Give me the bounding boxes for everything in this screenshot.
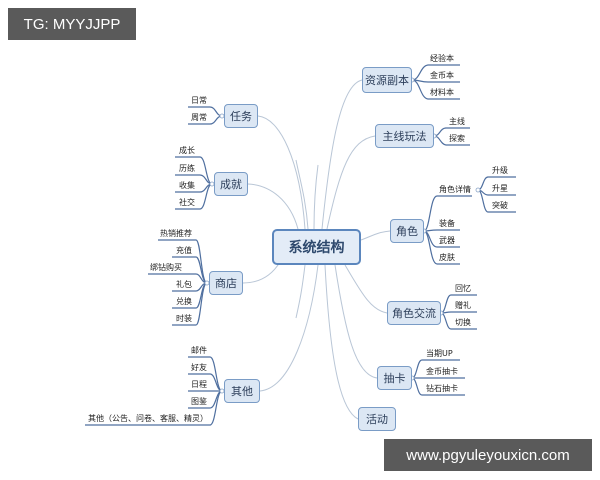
leaf-switch[interactable]: 切换 xyxy=(455,318,471,327)
watermark-top-left: TG: MYYJJPP xyxy=(8,8,136,40)
leaf-collection[interactable]: 收集 xyxy=(179,181,195,190)
branch-character-interaction[interactable]: 角色交流 xyxy=(387,301,441,325)
leaf-codex[interactable]: 图鉴 xyxy=(191,397,207,406)
leaf-current-up[interactable]: 当期UP xyxy=(426,349,453,358)
leaf-top-up[interactable]: 充值 xyxy=(176,246,192,255)
leaf-character-details[interactable]: 角色详情 xyxy=(439,185,471,194)
branch-events[interactable]: 活动 xyxy=(358,407,396,431)
root-node[interactable]: 系统结构 xyxy=(272,229,361,265)
leaf-exchange[interactable]: 兑换 xyxy=(176,297,192,306)
leaf-star-up[interactable]: 升星 xyxy=(492,184,508,193)
leaf-exp-dungeon[interactable]: 经验本 xyxy=(430,54,454,63)
leaf-weapons[interactable]: 武器 xyxy=(439,236,455,245)
leaf-gold-gacha[interactable]: 金币抽卡 xyxy=(426,367,458,376)
leaf-hot-picks[interactable]: 热销推荐 xyxy=(160,229,192,238)
leaf-gifts[interactable]: 赠礼 xyxy=(455,301,471,310)
branch-others[interactable]: 其他 xyxy=(224,379,260,403)
leaf-training[interactable]: 历练 xyxy=(179,164,195,173)
leaf-bound-diamond-purchase[interactable]: 绑钻购买 xyxy=(150,263,182,272)
leaf-gold-dungeon[interactable]: 金币本 xyxy=(430,71,454,80)
leaf-growth[interactable]: 成长 xyxy=(179,146,195,155)
branch-resource-dungeon[interactable]: 资源副本 xyxy=(362,67,412,93)
leaf-equipment[interactable]: 装备 xyxy=(439,219,455,228)
branch-character[interactable]: 角色 xyxy=(390,219,424,243)
leaf-schedule[interactable]: 日程 xyxy=(191,380,207,389)
leaf-fashion[interactable]: 时装 xyxy=(176,314,192,323)
leaf-friends[interactable]: 好友 xyxy=(191,363,207,372)
leaf-material-dungeon[interactable]: 材料本 xyxy=(430,88,454,97)
leaf-social[interactable]: 社交 xyxy=(179,198,195,207)
leaf-level-up[interactable]: 升级 xyxy=(492,166,508,175)
leaf-memories[interactable]: 回忆 xyxy=(455,284,471,293)
leaf-misc[interactable]: 其他（公告、问卷、客服、精灵） xyxy=(88,414,208,423)
branch-gacha[interactable]: 抽卡 xyxy=(377,366,412,390)
leaf-gift-packs[interactable]: 礼包 xyxy=(176,280,192,289)
leaf-diamond-gacha[interactable]: 钻石抽卡 xyxy=(426,384,458,393)
leaf-explore[interactable]: 探索 xyxy=(449,134,465,143)
leaf-skins[interactable]: 皮肤 xyxy=(439,253,455,262)
branch-achievements[interactable]: 成就 xyxy=(214,172,248,196)
branch-main-gameplay[interactable]: 主线玩法 xyxy=(375,124,434,148)
leaf-daily[interactable]: 日常 xyxy=(191,96,207,105)
branch-shop[interactable]: 商店 xyxy=(209,271,243,295)
branch-quests[interactable]: 任务 xyxy=(224,104,258,128)
watermark-bottom-right: www.pgyuleyouxicn.com xyxy=(384,439,592,471)
leaf-mail[interactable]: 邮件 xyxy=(191,346,207,355)
leaf-weekly[interactable]: 周常 xyxy=(191,113,207,122)
leaf-breakthrough[interactable]: 突破 xyxy=(492,201,508,210)
leaf-main-story[interactable]: 主线 xyxy=(449,117,465,126)
